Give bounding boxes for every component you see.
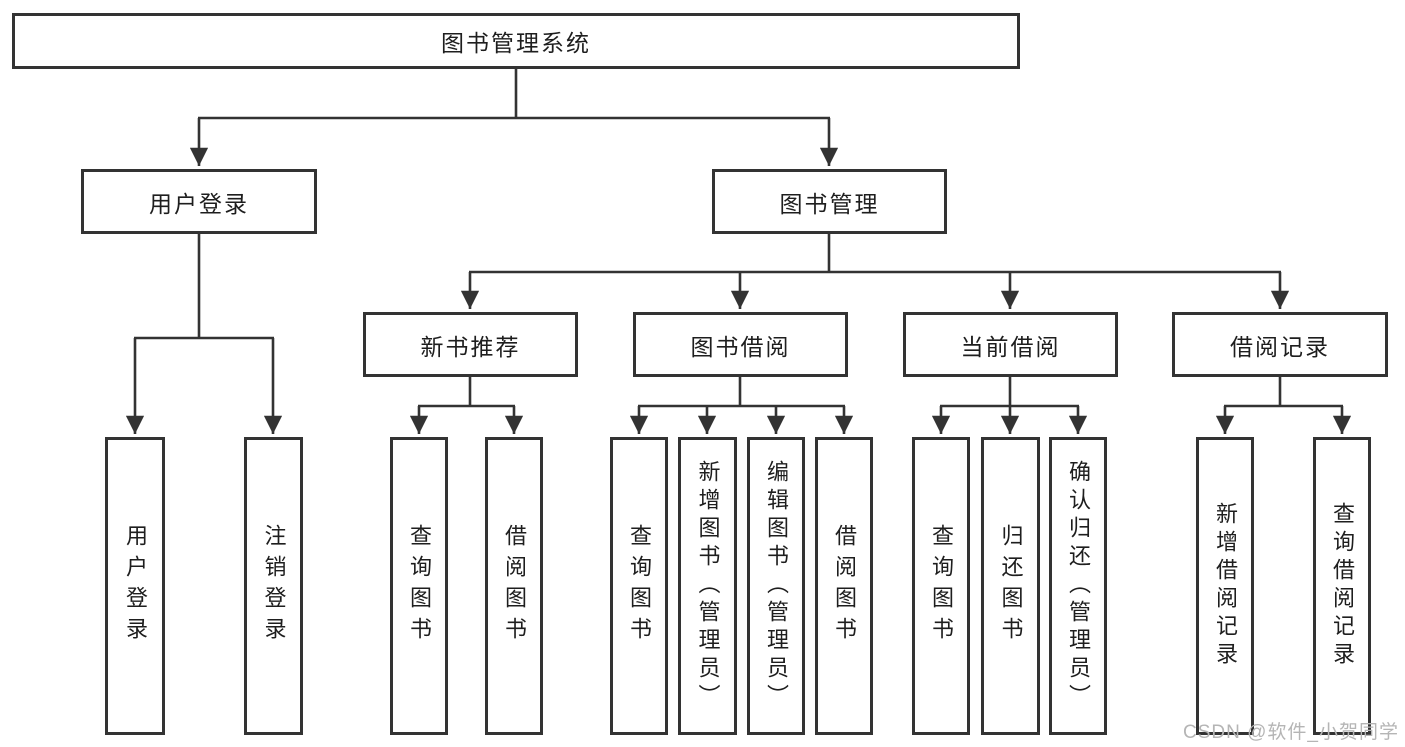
node-library-management-system: 图书管理系统 — [12, 13, 1020, 69]
leaf-query-borrow-record: 查询借阅记录 — [1313, 437, 1371, 735]
node-new-book-recommendation: 新书推荐 — [363, 312, 578, 377]
node-user-login: 用户登录 — [81, 169, 317, 234]
node-book-borrowing: 图书借阅 — [633, 312, 848, 377]
leaf-query-books-borrowing: 查询图书 — [610, 437, 668, 735]
leaf-add-books-admin: 新增图书（管理员） — [678, 437, 737, 735]
node-borrowing-records: 借阅记录 — [1172, 312, 1388, 377]
leaf-add-borrow-record: 新增借阅记录 — [1196, 437, 1254, 735]
leaf-confirm-return-admin: 确认归还（管理员） — [1049, 437, 1107, 735]
leaf-return-books: 归还图书 — [981, 437, 1040, 735]
leaf-query-books-recommend: 查询图书 — [390, 437, 448, 735]
leaf-query-books-current: 查询图书 — [912, 437, 970, 735]
node-book-management: 图书管理 — [712, 169, 947, 234]
leaf-borrow-books-recommend: 借阅图书 — [485, 437, 543, 735]
leaf-edit-books-admin: 编辑图书（管理员） — [747, 437, 805, 735]
leaf-user-login: 用户登录 — [105, 437, 165, 735]
leaf-logout: 注销登录 — [244, 437, 303, 735]
csdn-watermark: CSDN @软件_小贺同学 — [1183, 722, 1399, 743]
leaf-borrow-books: 借阅图书 — [815, 437, 873, 735]
node-current-borrowing: 当前借阅 — [903, 312, 1118, 377]
